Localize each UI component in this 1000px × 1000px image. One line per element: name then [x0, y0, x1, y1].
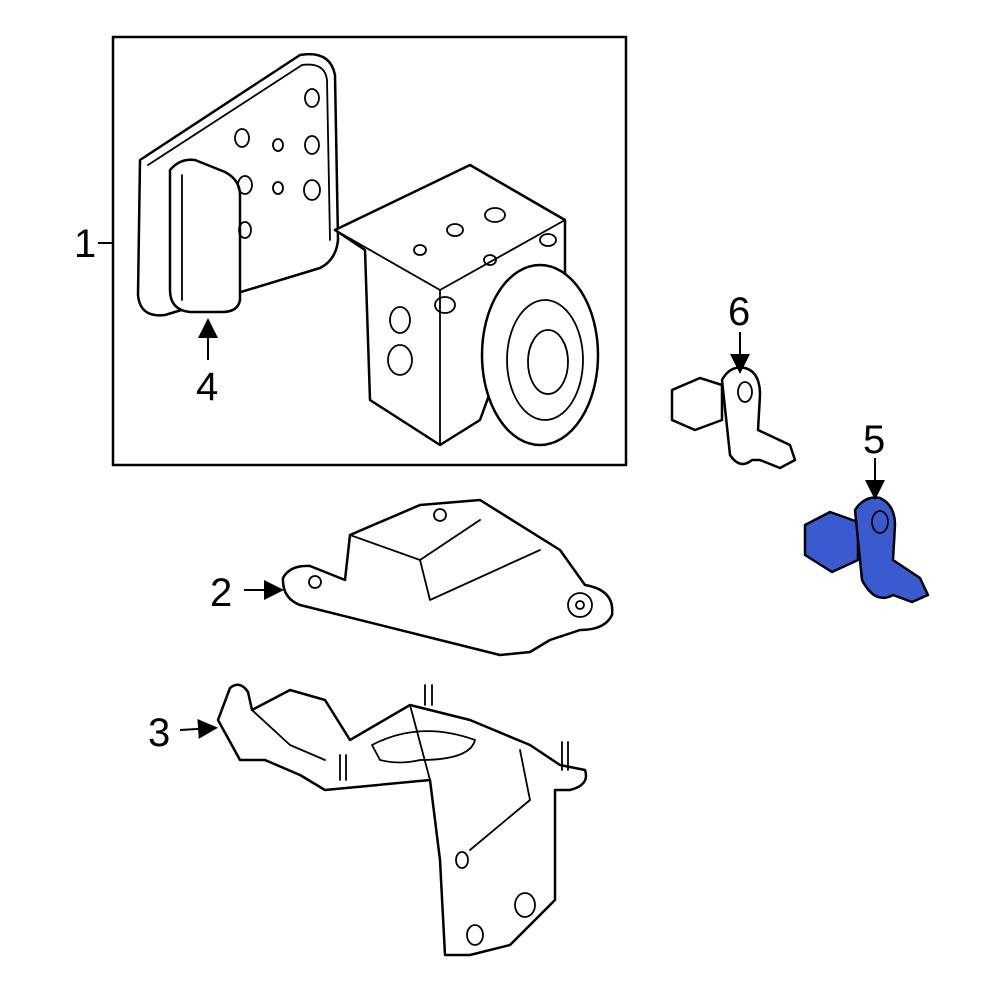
callout-2: 2 [210, 571, 232, 615]
callout-6: 6 [728, 290, 750, 334]
control-module-part[interactable] [136, 52, 340, 317]
callout-5: 5 [863, 418, 885, 462]
callout-3: 3 [148, 711, 170, 755]
support-bracket-part[interactable] [216, 683, 588, 957]
assembly-group-box [111, 35, 628, 467]
hydraulic-unit-part[interactable] [333, 163, 600, 447]
speed-sensor-highlighted-part[interactable] [803, 496, 930, 604]
mounting-bracket-part[interactable] [281, 498, 614, 657]
callout-4: 4 [196, 365, 218, 409]
leader-lines [98, 242, 885, 739]
callout-1: 1 [74, 222, 96, 266]
speed-sensor-part[interactable] [670, 366, 797, 470]
